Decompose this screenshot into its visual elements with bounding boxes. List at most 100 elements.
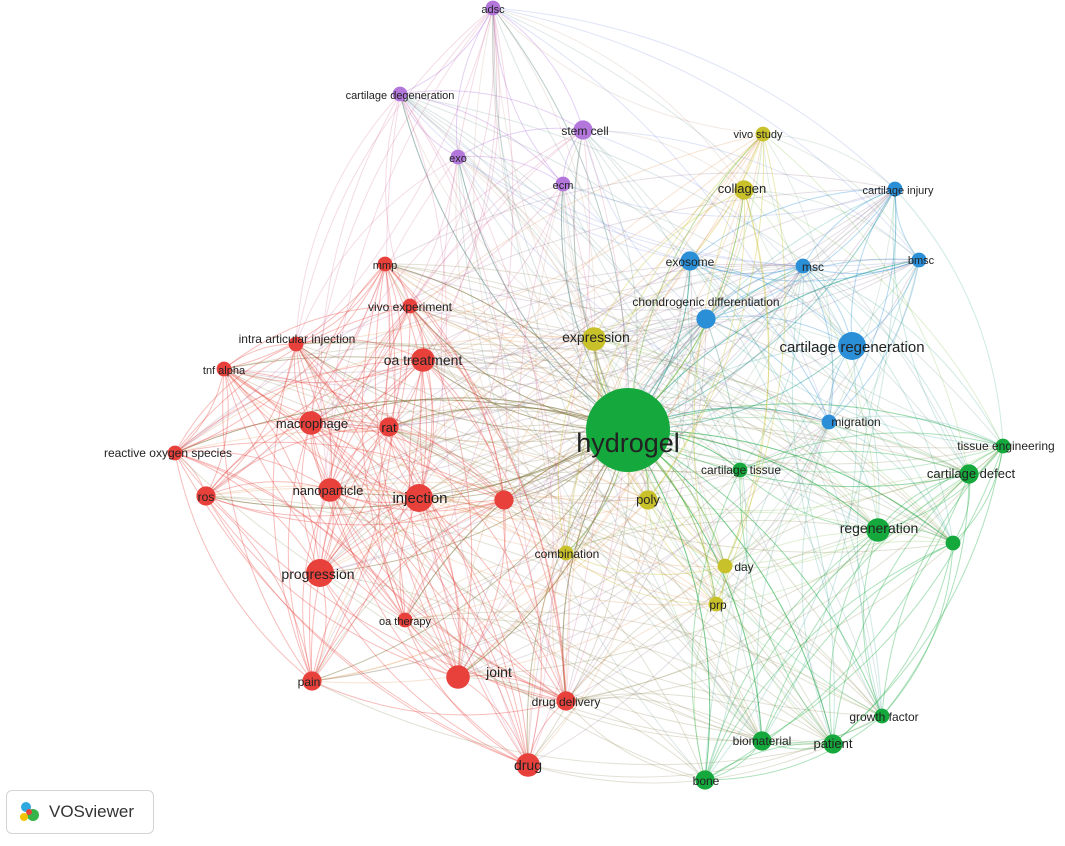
edge-msc-tissue-engineering	[802, 265, 1004, 447]
edge-prp-injection	[418, 497, 717, 605]
edge-ecm-cartilage-defect	[562, 183, 970, 475]
edge-exosome-combination	[565, 260, 691, 554]
node-pain[interactable]	[302, 671, 322, 691]
node-exosome[interactable]	[680, 251, 700, 271]
edge-cartilage-regeneration-stem-cell	[582, 129, 853, 347]
node-intra-articular-injection[interactable]	[288, 336, 304, 352]
node-cartilage-tissue[interactable]	[732, 462, 748, 478]
node-injection[interactable]	[405, 484, 433, 512]
label-stem-cell: stem cell	[561, 124, 608, 138]
node-expression[interactable]	[582, 327, 606, 351]
edge-cartilage-degeneration-cartilage-tissue	[399, 93, 741, 471]
node-bone[interactable]	[695, 770, 715, 790]
edge-exo-ecm	[457, 155, 564, 185]
node-tnf-alpha[interactable]	[216, 361, 232, 377]
node-green-hub[interactable]	[945, 535, 961, 551]
node-oa-treatment[interactable]	[411, 348, 435, 372]
node-regeneration[interactable]	[866, 518, 890, 542]
node-hydrogel[interactable]	[586, 388, 670, 472]
node-mmp[interactable]	[377, 256, 393, 272]
node-patient[interactable]	[823, 734, 843, 754]
node-drug[interactable]	[516, 753, 540, 777]
node-red-hub[interactable]	[494, 490, 514, 510]
edge-patient-bone	[704, 742, 834, 781]
node-progression[interactable]	[306, 559, 334, 587]
node-vivo-experiment[interactable]	[402, 298, 418, 314]
edge-exosome-drug-delivery	[565, 260, 693, 702]
node-tissue-engineering[interactable]	[995, 438, 1011, 454]
edge-vivo-experiment-rat	[385, 305, 411, 428]
edge-cartilage-defect-regeneration	[877, 473, 970, 531]
edge-oa-treatment-reactive-oxygen-species	[174, 359, 424, 454]
edge-vivo-experiment-tnf-alpha	[223, 305, 411, 370]
node-growth-factor[interactable]	[874, 708, 890, 724]
edge-hydrogel-reactive-oxygen-species	[174, 399, 629, 454]
edge-oa-treatment-tissue-engineering	[422, 359, 1004, 465]
edge-rat-pain	[310, 426, 390, 682]
label-cartilage-defect: cartilage defect	[927, 466, 1016, 481]
edge-cartilage-injury-vivo-study	[762, 133, 896, 190]
node-cartilage-regeneration[interactable]	[838, 332, 866, 360]
edge-chondrogenic-differentiation-migration	[705, 318, 830, 423]
edge-hydrogel-cartilage-defect	[627, 429, 970, 488]
node-stem-cell[interactable]	[573, 120, 593, 140]
edge-vivo-study-combination	[565, 133, 764, 554]
edge-ecm-drug	[527, 183, 600, 766]
node-rat[interactable]	[379, 417, 399, 437]
node-msc[interactable]	[795, 258, 811, 274]
edge-expression-progression	[319, 338, 595, 574]
label-nanoparticle: nanoparticle	[293, 483, 364, 498]
node-ecm[interactable]	[555, 176, 571, 192]
node-migration[interactable]	[821, 414, 837, 430]
node-adsc[interactable]	[485, 0, 501, 16]
node-joint[interactable]	[446, 665, 470, 689]
label-pain: pain	[298, 675, 321, 689]
edge-tnf-alpha-ros	[205, 368, 229, 497]
edge-chondrogenic-differentiation-rat	[388, 318, 707, 428]
edge-regeneration-bone	[704, 529, 879, 781]
edge-intra-articular-injection-pain	[272, 343, 313, 682]
label-prp: prp	[709, 598, 727, 612]
node-reactive-oxygen-species[interactable]	[167, 445, 183, 461]
label-vivo-experiment: vivo experiment	[368, 300, 453, 314]
edge-mmp-pain	[311, 263, 396, 682]
node-drug-delivery[interactable]	[556, 691, 576, 711]
edge-exo-drug	[457, 156, 554, 766]
edge-cartilage-degeneration-drug-delivery	[399, 93, 570, 702]
node-cartilage-defect[interactable]	[959, 464, 979, 484]
edge-exo-intra-articular-injection	[295, 156, 459, 345]
node-day[interactable]	[717, 558, 733, 574]
node-prp[interactable]	[708, 596, 724, 612]
edge-intra-articular-injection-reactive-oxygen-species	[174, 343, 297, 454]
edge-bmsc-vivo-study	[762, 133, 920, 261]
node-cartilage-injury[interactable]	[887, 181, 903, 197]
edge-migration-joint	[457, 421, 830, 678]
label-drug: drug	[514, 757, 542, 773]
edge-growth-factor-bone	[704, 715, 883, 781]
edge-cartilage-injury-tnf-alpha	[223, 188, 896, 374]
edge-msc-nanoparticle	[329, 265, 804, 491]
edge-cartilage-regeneration-cartilage-injury	[850, 188, 896, 347]
node-ros[interactable]	[196, 486, 216, 506]
edge-adsc-exo	[455, 7, 494, 158]
edge-bmsc-day	[724, 259, 920, 567]
node-chondrogenic-differentiation[interactable]	[696, 309, 716, 329]
node-oa-therapy[interactable]	[397, 612, 413, 628]
node-biomaterial[interactable]	[752, 731, 772, 751]
edge-hydrogel-pain	[311, 429, 629, 682]
node-exo[interactable]	[450, 149, 466, 165]
edge-migration-prp	[715, 421, 830, 605]
edge-oa-therapy-growth-factor	[404, 611, 883, 717]
node-bmsc[interactable]	[911, 252, 927, 268]
node-combination[interactable]	[558, 545, 574, 561]
node-nanoparticle[interactable]	[318, 478, 342, 502]
edge-collagen-adsc	[492, 7, 745, 191]
node-cartilage-degeneration[interactable]	[392, 86, 408, 102]
label-cartilage-degeneration: cartilage degeneration	[346, 90, 455, 102]
node-macrophage[interactable]	[299, 411, 323, 435]
node-poly[interactable]	[638, 490, 658, 510]
edge-collagen-red-hub	[503, 189, 745, 501]
node-vivo-study[interactable]	[755, 126, 771, 142]
edge-msc-cartilage-defect	[802, 265, 970, 475]
node-collagen[interactable]	[734, 180, 754, 200]
